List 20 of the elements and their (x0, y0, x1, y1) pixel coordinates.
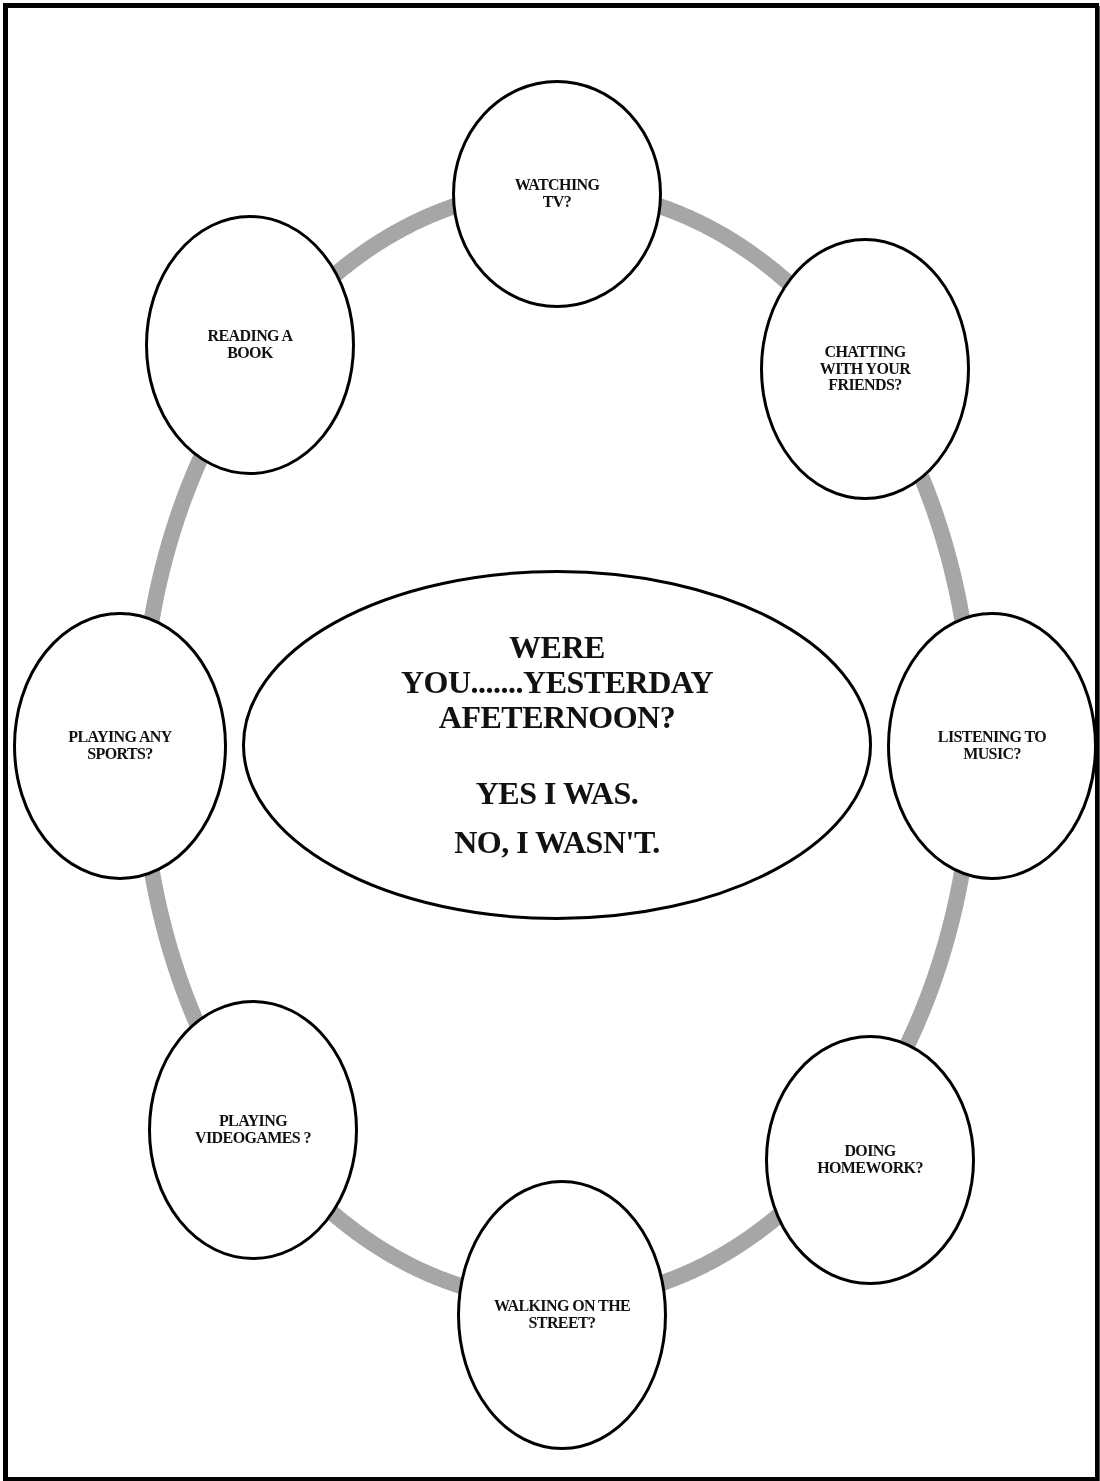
question-ellipse (457, 1180, 667, 1450)
answer-text: YES I WAS. (474, 775, 640, 811)
question-text: PLAYING VIDEOGAMES ? (194, 1113, 312, 1147)
question-ellipse (760, 238, 970, 500)
prompt-text: WERE YOU.......YESTERDAY AFETERNOON? (399, 630, 714, 736)
question-text: READING A BOOK (206, 328, 294, 362)
question-ellipse (13, 612, 227, 880)
question-text: PLAYING ANY SPORTS? (67, 729, 173, 763)
question-ellipse (148, 1000, 358, 1260)
question-text: LISTENING TO MUSIC? (937, 729, 1047, 763)
question-text: CHATTING WITH YOUR FRIENDS? (818, 343, 912, 395)
answer-text: NO, I WASN'T. (453, 824, 661, 860)
question-text: WATCHING TV? (513, 177, 601, 211)
question-ellipse (887, 612, 1097, 880)
question-text: WALKING ON THE STREET? (492, 1298, 632, 1332)
prompt-ellipse (242, 570, 872, 920)
question-text: DOING HOMEWORK? (816, 1143, 924, 1177)
question-ellipse (452, 80, 662, 308)
question-ellipse (145, 215, 355, 475)
question-ellipse (765, 1035, 975, 1285)
